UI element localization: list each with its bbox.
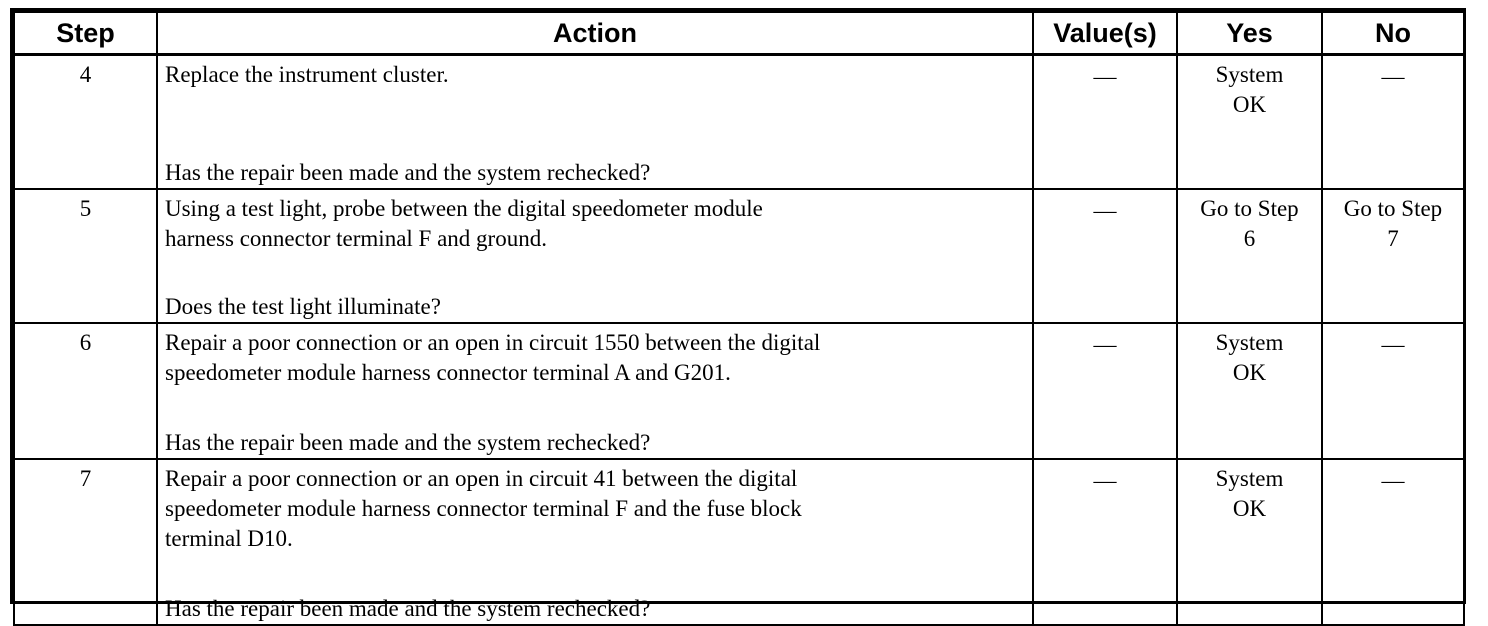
yes-cell: Go to Step 6	[1176, 188, 1323, 324]
diagnostic-table: Step Action Value(s) Yes No 4 Replace th…	[13, 11, 1465, 626]
diagnostic-table-container: Step Action Value(s) Yes No 4 Replace th…	[10, 8, 1466, 626]
value-text: —	[1093, 468, 1117, 493]
no-cell: Go to Step 7	[1321, 188, 1465, 324]
step-number: 7	[13, 458, 158, 626]
yes-line: OK	[1232, 360, 1267, 385]
yes-line: OK	[1232, 92, 1267, 117]
action-cell: Replace the instrument cluster. Has the …	[156, 53, 1034, 190]
value-text: —	[1093, 198, 1117, 223]
action-instruction-line: terminal D10.	[165, 526, 293, 551]
header-values: Value(s)	[1032, 11, 1178, 56]
action-instruction-line: speedometer module harness connector ter…	[165, 360, 731, 385]
no-line: —	[1381, 64, 1405, 89]
value-cell: —	[1032, 188, 1178, 324]
yes-cell: System OK	[1176, 458, 1323, 626]
action-question: Has the repair been made and the system …	[165, 160, 651, 185]
action-cell: Using a test light, probe between the di…	[156, 188, 1034, 324]
header-action: Action	[156, 11, 1034, 56]
yes-line: System	[1215, 330, 1284, 355]
action-instruction-line: harness connector terminal F and ground.	[165, 226, 547, 251]
action-instruction-line: Using a test light, probe between the di…	[165, 196, 763, 221]
no-line: Go to Step	[1343, 196, 1443, 221]
no-cell: —	[1321, 322, 1465, 460]
action-question: Does the test light illuminate?	[165, 294, 441, 319]
yes-line: 6	[1243, 226, 1256, 251]
action-instruction-line: speedometer module harness connector ter…	[165, 496, 802, 521]
header-yes: Yes	[1176, 11, 1323, 56]
action-instruction-line: Replace the instrument cluster.	[165, 62, 449, 87]
yes-line: System	[1215, 466, 1284, 491]
action-question: Has the repair been made and the system …	[165, 430, 651, 455]
yes-cell: System OK	[1176, 322, 1323, 460]
value-cell: —	[1032, 322, 1178, 460]
table-row: 4 Replace the instrument cluster. Has th…	[13, 53, 1465, 190]
header-step: Step	[13, 11, 158, 56]
header-no: No	[1321, 11, 1465, 56]
value-text: —	[1093, 64, 1117, 89]
action-instruction-line: Repair a poor connection or an open in c…	[165, 466, 798, 491]
step-number: 4	[13, 53, 158, 190]
value-cell: —	[1032, 458, 1178, 626]
step-number: 5	[13, 188, 158, 324]
yes-cell: System OK	[1176, 53, 1323, 190]
yes-line: System	[1215, 62, 1284, 87]
value-cell: —	[1032, 53, 1178, 190]
action-instruction-line: Repair a poor connection or an open in c…	[165, 330, 821, 355]
action-cell: Repair a poor connection or an open in c…	[156, 322, 1034, 460]
table-row: 7 Repair a poor connection or an open in…	[13, 458, 1465, 626]
header-row: Step Action Value(s) Yes No	[13, 11, 1465, 56]
table-row: 6 Repair a poor connection or an open in…	[13, 322, 1465, 460]
action-question: Has the repair been made and the system …	[165, 596, 651, 621]
table-row: 5 Using a test light, probe between the …	[13, 188, 1465, 324]
no-cell: —	[1321, 53, 1465, 190]
no-cell: —	[1321, 458, 1465, 626]
yes-line: Go to Step	[1200, 196, 1299, 221]
yes-line: OK	[1232, 496, 1267, 521]
step-number: 6	[13, 322, 158, 460]
action-cell: Repair a poor connection or an open in c…	[156, 458, 1034, 626]
no-line: —	[1381, 332, 1405, 357]
no-line: —	[1381, 468, 1405, 493]
no-line: 7	[1387, 226, 1399, 251]
value-text: —	[1093, 332, 1117, 357]
